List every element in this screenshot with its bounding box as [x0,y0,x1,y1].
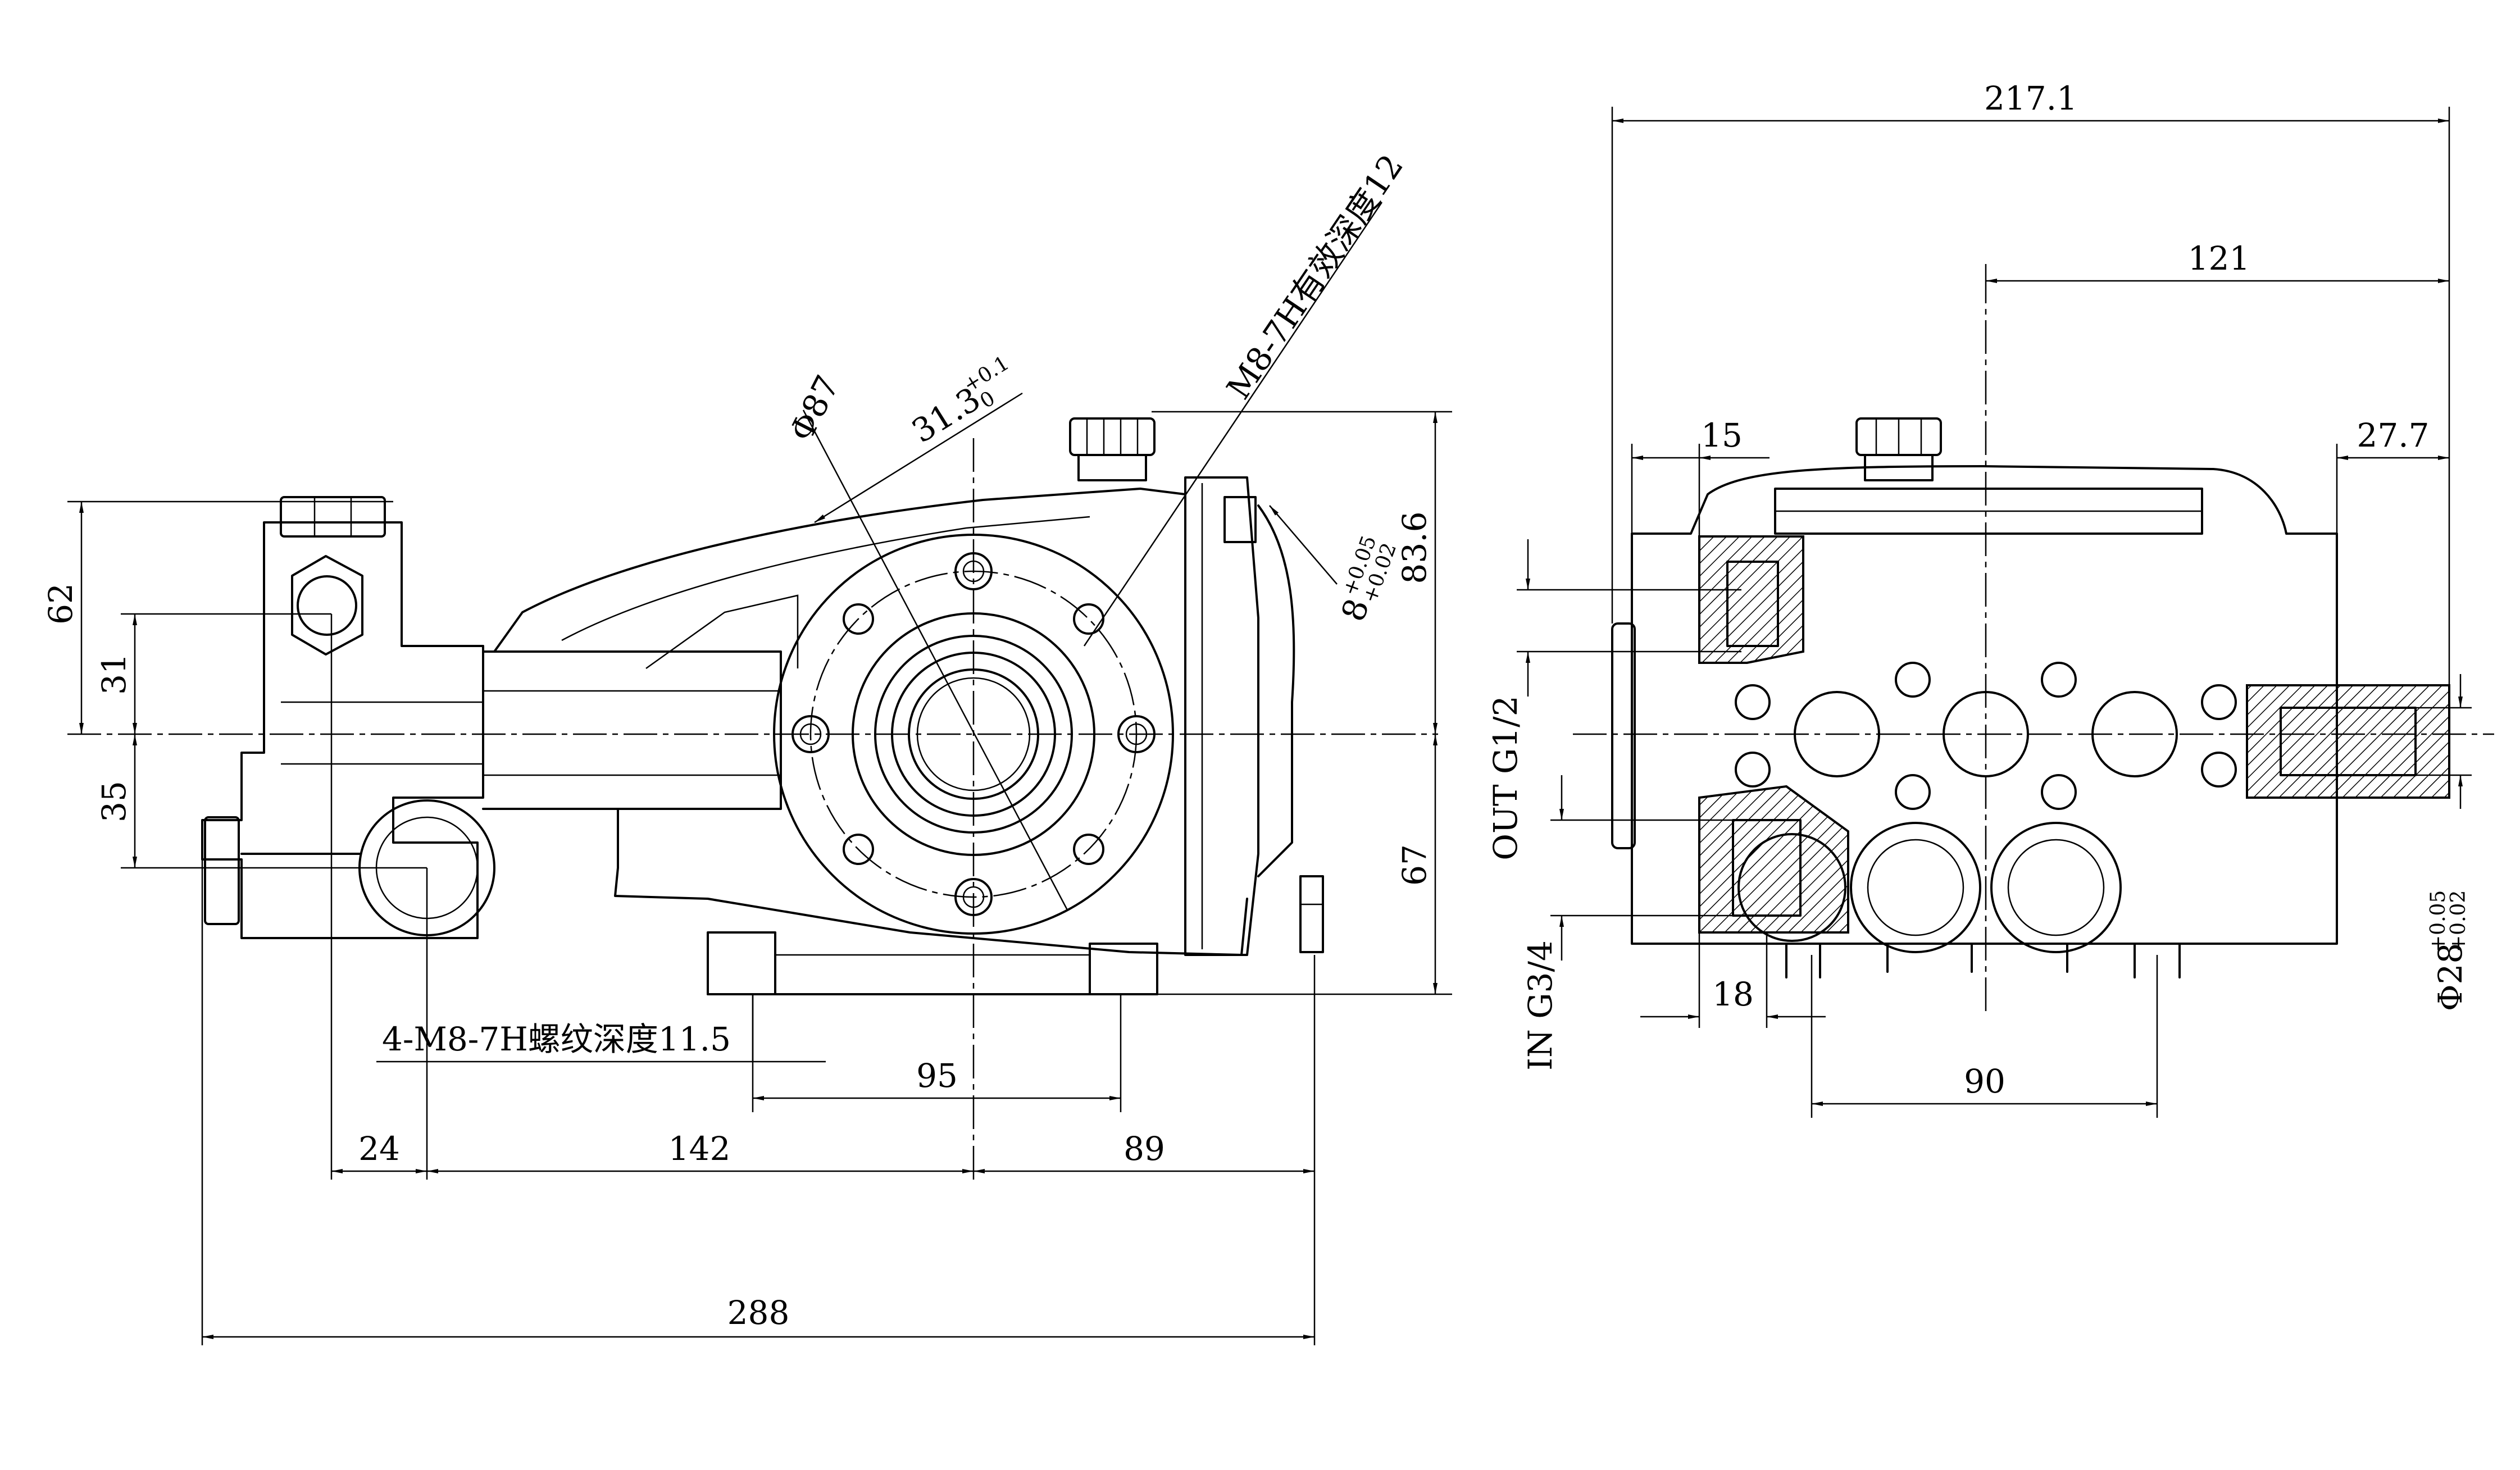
dim-83-6: 83.6 [1395,511,1434,584]
dim-15: 15 [1701,416,1743,454]
bolt [2041,662,2077,698]
valve-lower-1 [1850,822,1981,953]
rear-drain [1299,875,1324,953]
plunger-housing [482,650,782,810]
shaft [908,668,1039,800]
dim-142: 142 [668,1130,731,1168]
flange-outer [773,534,1174,935]
shaft-inner [916,677,1031,791]
dim-phi28: Φ28 [2431,943,2469,1011]
plunger-bore-3 [2091,691,2178,777]
bolt-hole [962,886,985,908]
body-top-bar [1774,488,2203,535]
flange-ring [852,612,1095,856]
dim-8-group: 8 +0.05 +0.02 [1334,533,1401,626]
crankcase-rib [645,594,799,670]
dim-89: 89 [1123,1130,1165,1168]
side-view: 62 31 35 83.6 67 95 24 142 89 288 4-M8-7… [42,148,1452,1345]
note-out-port: OUT G1/2 [1486,695,1525,860]
dim-31-3-group: 31.3 +0.1 0 [905,352,1013,450]
bolt-hole [1073,834,1104,865]
dim-95: 95 [916,1057,958,1095]
manifold-bolts [1735,662,2237,810]
dim-18: 18 [1712,975,1754,1013]
bolt-hole [954,552,993,590]
crankcase-top [493,488,1186,653]
dim-phi28-upper: +0.05 [2427,890,2450,952]
dim-phi28-group: Φ28 +0.05 +0.02 [2427,890,2470,1011]
dim-288: 288 [727,1294,790,1332]
note-in-port: IN G3/4 [1521,940,1559,1071]
oil-cap-front-neck [1864,454,1934,481]
dim-121: 121 [2188,239,2250,277]
section-bore-low [1732,819,1802,917]
leader-31-3 [814,392,1023,524]
dim-27-7: 27.7 [2357,416,2429,454]
section-hatch-left [1698,535,1804,664]
flange-bolts [792,552,1156,916]
bolt-hole [1073,603,1104,635]
bolt [1735,684,1771,720]
bolt [1895,662,1931,698]
flange-bolt-circle [809,570,1138,898]
leader-m8 [1083,202,1383,647]
bolt-hole [1117,715,1156,753]
valve-lower-2 [1990,822,2122,953]
bolt [1735,752,1771,788]
front-view: 217.1 121 15 27.7 OUT G1/2 IN G3/4 18 90 [1486,79,2494,1118]
section-hatch-right [2246,684,2450,799]
note-m8-depth12: M8-7H有效深度12 [1219,148,1411,406]
leader-8 [1269,505,1338,585]
flange-bore-2 [891,652,1056,817]
section-bore-right [2280,707,2417,776]
bolt-hole [792,715,830,753]
bolt-hole [799,723,822,745]
section-hatch-lower [1698,785,1849,934]
dim-90: 90 [1964,1062,2005,1100]
valve-lower-2-inner [2007,839,2105,936]
valve-lower-1-inner [1867,839,1964,936]
bolt-hole [1125,723,1148,745]
note-4m8: 4-M8-7H螺纹深度11.5 [382,1020,731,1058]
dim-217-1: 217.1 [1984,79,2077,117]
pump-head-outline [201,521,484,939]
body-outline [1631,465,2338,945]
dim-24: 24 [358,1130,400,1168]
head-upper-nut [291,555,363,656]
section-bore-left [1726,561,1779,647]
bolt-hole [954,878,993,916]
dim-35: 35 [95,781,133,822]
dim-31: 31 [95,653,133,695]
crankcase-top-inner [561,516,1090,641]
plunger-bore-2 [1943,691,2029,777]
rear-cover-back [1257,504,1295,877]
dim-phi28-lower: +0.02 [2447,890,2470,952]
oil-cap [1069,417,1156,456]
foot-left [707,931,776,995]
bolt [1895,774,1931,810]
bolt-hole [843,603,874,635]
head-top-plug [280,496,386,538]
rear-cover [1184,476,1259,956]
oil-cap-neck [1077,454,1147,481]
body-left-cap [1611,622,1636,849]
bottom-studs [1785,943,2181,979]
rear-top-cap [1223,496,1257,543]
dim-67: 67 [1395,844,1434,886]
valve-lower-3 [1737,833,1846,942]
dim-phi87: Φ87 [782,369,847,447]
bolt-hole [962,560,985,582]
leader-phi87 [802,409,1068,911]
bolt [2201,684,2237,720]
flange-bore [874,635,1073,834]
head-lower-fitting [204,816,240,925]
bolt [2201,752,2237,788]
bolt [2041,774,2077,810]
plunger-bore-1 [1794,691,1880,777]
bolt-hole [843,834,874,865]
head-upper-nut-bore [297,575,357,636]
dim-62: 62 [42,583,80,625]
